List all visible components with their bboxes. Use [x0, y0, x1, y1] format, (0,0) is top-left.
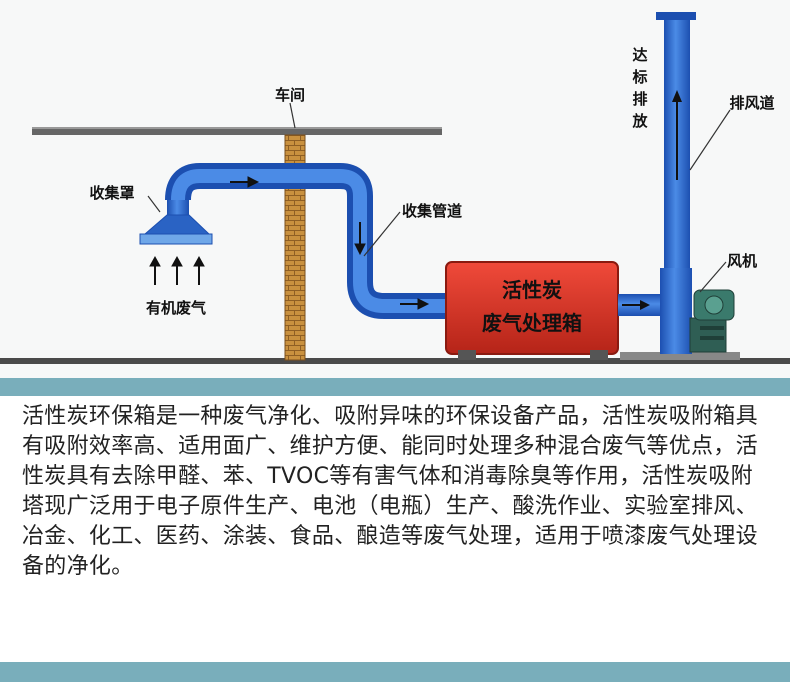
process-diagram: 活性炭 废气处理箱 车间 收集罩 有机废气 收集管道 排风道 风机 达 [0, 12, 790, 364]
box-label-line2: 废气处理箱 [482, 311, 582, 335]
collection-pipe [165, 163, 460, 319]
box-label-line1: 活性炭 [502, 278, 562, 302]
fan-base-slab [620, 352, 740, 360]
brick-wall [284, 134, 306, 361]
exhaust-label: 排风道 [729, 94, 774, 112]
fan-unit [689, 289, 735, 353]
flow-arrows [230, 176, 430, 310]
discharge-char: 达 [632, 46, 647, 64]
discharge-char: 放 [631, 112, 648, 130]
description-text: 活性炭环保箱是一种废气净化、吸附异味的环保设备产品，活性炭吸附箱具有吸附效率高、… [22, 404, 758, 579]
organic-gas-label: 有机废气 [146, 299, 206, 317]
exhaust-stack [656, 12, 696, 354]
workshop-label: 车间 [275, 86, 305, 104]
divider-band-top [0, 378, 790, 396]
ground-line [0, 358, 790, 364]
organic-gas-arrows [149, 255, 205, 285]
fan-label: 风机 [727, 252, 757, 270]
hood-label: 收集罩 [89, 184, 134, 202]
pipe-label: 收集管道 [402, 202, 462, 220]
leader-lines [147, 102, 731, 293]
divider-band-bottom [0, 662, 790, 682]
discharge-label: 达 标 排 放 [631, 46, 648, 130]
carbon-box: 活性炭 废气处理箱 [445, 261, 619, 360]
discharge-char: 标 [631, 68, 647, 86]
outlet-pipe [618, 294, 668, 316]
discharge-char: 排 [632, 90, 647, 108]
workshop-ceiling [32, 127, 442, 135]
